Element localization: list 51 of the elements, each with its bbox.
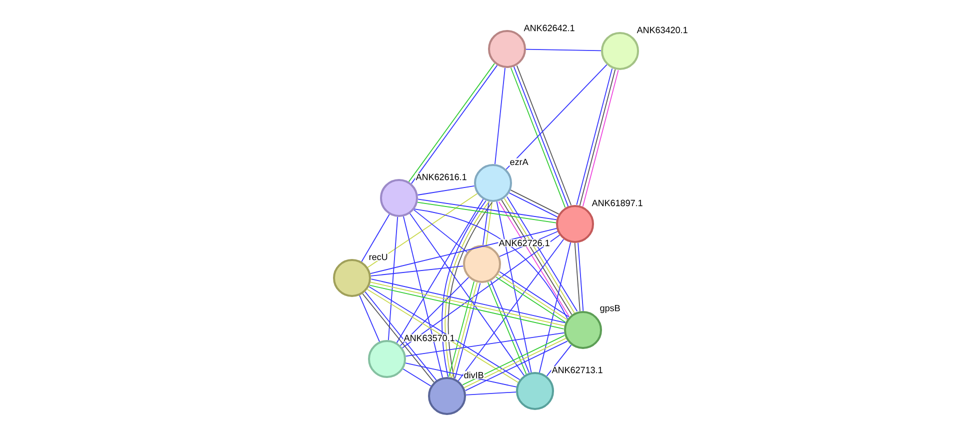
interaction-line <box>578 242 584 312</box>
interaction-line <box>466 392 516 396</box>
protein-node <box>564 311 602 349</box>
node-label: ezrA <box>509 158 529 166</box>
interaction-line <box>546 344 572 377</box>
protein-node <box>368 340 406 378</box>
interaction-line <box>417 186 475 196</box>
protein-node <box>516 372 554 410</box>
node-label: ANK61897.1 <box>591 199 644 207</box>
interaction-line <box>367 193 478 268</box>
protein-node <box>556 205 594 243</box>
node-label: ANK62642.1 <box>523 24 576 32</box>
interaction-line <box>405 362 517 388</box>
protein-node <box>380 179 418 217</box>
interaction-line <box>359 295 380 342</box>
interaction-line <box>486 202 492 246</box>
node-label: ANK62616.1 <box>415 173 468 181</box>
interaction-line <box>388 216 398 340</box>
interaction-line <box>400 276 470 346</box>
interaction-line <box>482 201 490 246</box>
interaction-line <box>496 201 532 373</box>
interaction-line <box>396 198 484 344</box>
interaction-line <box>402 368 432 386</box>
node-label: ANK63420.1 <box>636 26 688 34</box>
interaction-line <box>403 216 443 378</box>
protein-node <box>474 164 512 202</box>
node-label: ANK62713.1 <box>551 366 604 374</box>
interaction-line <box>361 214 390 262</box>
protein-node <box>488 30 526 68</box>
interaction-line <box>370 228 557 274</box>
interaction-line <box>414 208 568 320</box>
node-label: divIB <box>463 371 484 379</box>
node-label: gpsB <box>599 304 621 314</box>
interaction-line <box>538 242 572 373</box>
protein-node <box>428 377 466 415</box>
protein-node <box>333 259 371 297</box>
interaction-line <box>506 64 608 170</box>
interaction-line <box>413 209 468 253</box>
node-label: ANK62726.1 <box>498 239 550 247</box>
interaction-line <box>370 266 464 276</box>
node-label: recU <box>368 253 388 261</box>
node-label: ANK63570.1 <box>403 334 456 342</box>
interaction-line <box>574 242 580 312</box>
interaction-line <box>410 213 525 376</box>
protein-node <box>601 32 639 70</box>
interaction-line <box>526 48 602 52</box>
protein-node <box>463 245 501 283</box>
interaction-line <box>494 67 506 165</box>
interaction-line <box>458 238 564 382</box>
interaction-line <box>405 332 565 357</box>
interaction-line <box>402 234 560 348</box>
